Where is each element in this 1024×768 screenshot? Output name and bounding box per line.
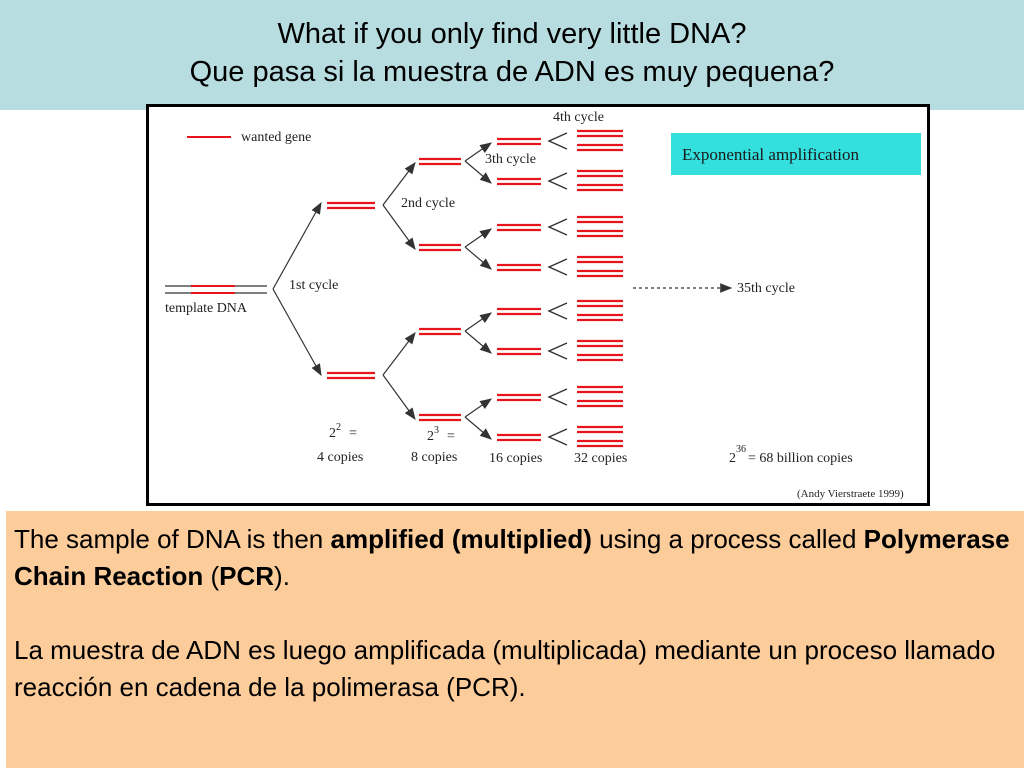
copies-1-formula: 22= [329, 422, 357, 441]
copy-pair-l4 [577, 299, 623, 308]
copy-pair-l4 [577, 255, 623, 264]
branch-chevron-l4 [547, 258, 568, 276]
branch-arrow-l3 [464, 312, 492, 332]
page-title: What if you only find very little DNA? [277, 18, 747, 50]
final-cycle-label: 35th cycle [737, 281, 795, 296]
copy-pair-l2 [419, 413, 461, 422]
copy-pair-l3 [497, 433, 541, 442]
info-box: The sample of DNA is then amplified (mul… [6, 511, 1024, 768]
copy-pair-l4 [577, 425, 623, 434]
copy-pair-l3 [497, 307, 541, 316]
info-english: The sample of DNA is then amplified (mul… [14, 524, 1010, 591]
legend-label: wanted gene [241, 130, 311, 145]
copies-2-formula: 23= [427, 425, 455, 444]
branch-chevron-l4 [547, 388, 568, 406]
branch-arrow-l2 [382, 332, 416, 376]
copy-pair-l4 [577, 313, 623, 322]
branch-arrow-l2 [382, 204, 416, 250]
copies-1-label: 4 copies [317, 450, 363, 465]
copy-pair-l4 [577, 183, 623, 192]
branch-arrow-l3 [464, 228, 492, 248]
branch-arrow-l2 [382, 162, 416, 206]
branch-arrow-l2 [382, 374, 416, 420]
copy-pair-l4 [577, 169, 623, 178]
copies-3-label: 16 copies [489, 451, 542, 466]
copies-level-2 [419, 157, 461, 422]
credit: (Andy Vierstraete 1999) [797, 488, 904, 500]
info-spanish: La muestra de ADN es luego amplificada (… [14, 635, 996, 702]
branch-arrow-l3 [464, 246, 492, 270]
branches-level-4 [547, 132, 568, 446]
branch-chevron-l4 [547, 302, 568, 320]
copy-pair-l3 [497, 347, 541, 356]
copy-pair-l4 [577, 385, 623, 394]
branch-chevron-l4 [547, 218, 568, 236]
copies-2-label: 8 copies [411, 450, 457, 465]
branch-arrow-l3 [464, 142, 492, 162]
copies-level-1 [327, 201, 375, 380]
branches-level-2 [382, 162, 416, 420]
copy-pair-l4 [577, 215, 623, 224]
copy-pair-l4 [577, 129, 623, 138]
copy-pair-l3 [497, 263, 541, 272]
branches-level-3 [464, 142, 492, 440]
pcr-diagram-svg: wanted gene template DNA 1st cycle 2nd c… [165, 110, 921, 500]
branch-chevron-l4 [547, 132, 568, 150]
title-bar: What if you only find very little DNA? Q… [0, 0, 1024, 110]
copy-pair-l4 [577, 439, 623, 448]
cycle-label-4: 4th cycle [553, 110, 604, 125]
copy-pair-l3 [497, 137, 541, 146]
branch-arrow-l3 [464, 398, 492, 418]
copy-pair-l3 [497, 177, 541, 186]
copy-pair-l4 [577, 399, 623, 408]
pcr-diagram: wanted gene template DNA 1st cycle 2nd c… [146, 104, 930, 506]
cycle-label-2: 2nd cycle [401, 196, 455, 211]
copy-pair-l1 [327, 371, 375, 380]
branch-chevron-l4 [547, 172, 568, 190]
callout-box [671, 133, 921, 175]
cycle-label-3: 3th cycle [485, 152, 536, 167]
branch-arrow-l3 [464, 160, 492, 184]
copy-pair-l4 [577, 339, 623, 348]
template-dna [165, 285, 267, 294]
final-formula: 236= 68 billion copies [729, 444, 853, 466]
copies-4-label: 32 copies [574, 451, 627, 466]
copy-pair-l3 [497, 393, 541, 402]
copy-pair-l4 [577, 353, 623, 362]
copy-pair-l1 [327, 201, 375, 210]
copies-level-4 [577, 129, 623, 448]
cycle-label-1: 1st cycle [289, 278, 338, 293]
copy-pair-l2 [419, 243, 461, 252]
branch-arrow-l3 [464, 416, 492, 440]
copy-pair-l4 [577, 269, 623, 278]
copy-pair-l4 [577, 229, 623, 238]
copy-pair-l2 [419, 327, 461, 336]
template-label: template DNA [165, 301, 248, 316]
branch-cycle-1 [272, 201, 322, 377]
copy-pair-l4 [577, 143, 623, 152]
callout-label: Exponential amplification [682, 145, 860, 164]
branch-chevron-l4 [547, 342, 568, 360]
branch-arrow-l3 [464, 330, 492, 354]
page-subtitle: Que pasa si la muestra de ADN es muy peq… [189, 56, 835, 88]
copies-level-3 [497, 137, 541, 442]
copy-pair-l3 [497, 223, 541, 232]
branch-chevron-l4 [547, 428, 568, 446]
copy-pair-l2 [419, 157, 461, 166]
